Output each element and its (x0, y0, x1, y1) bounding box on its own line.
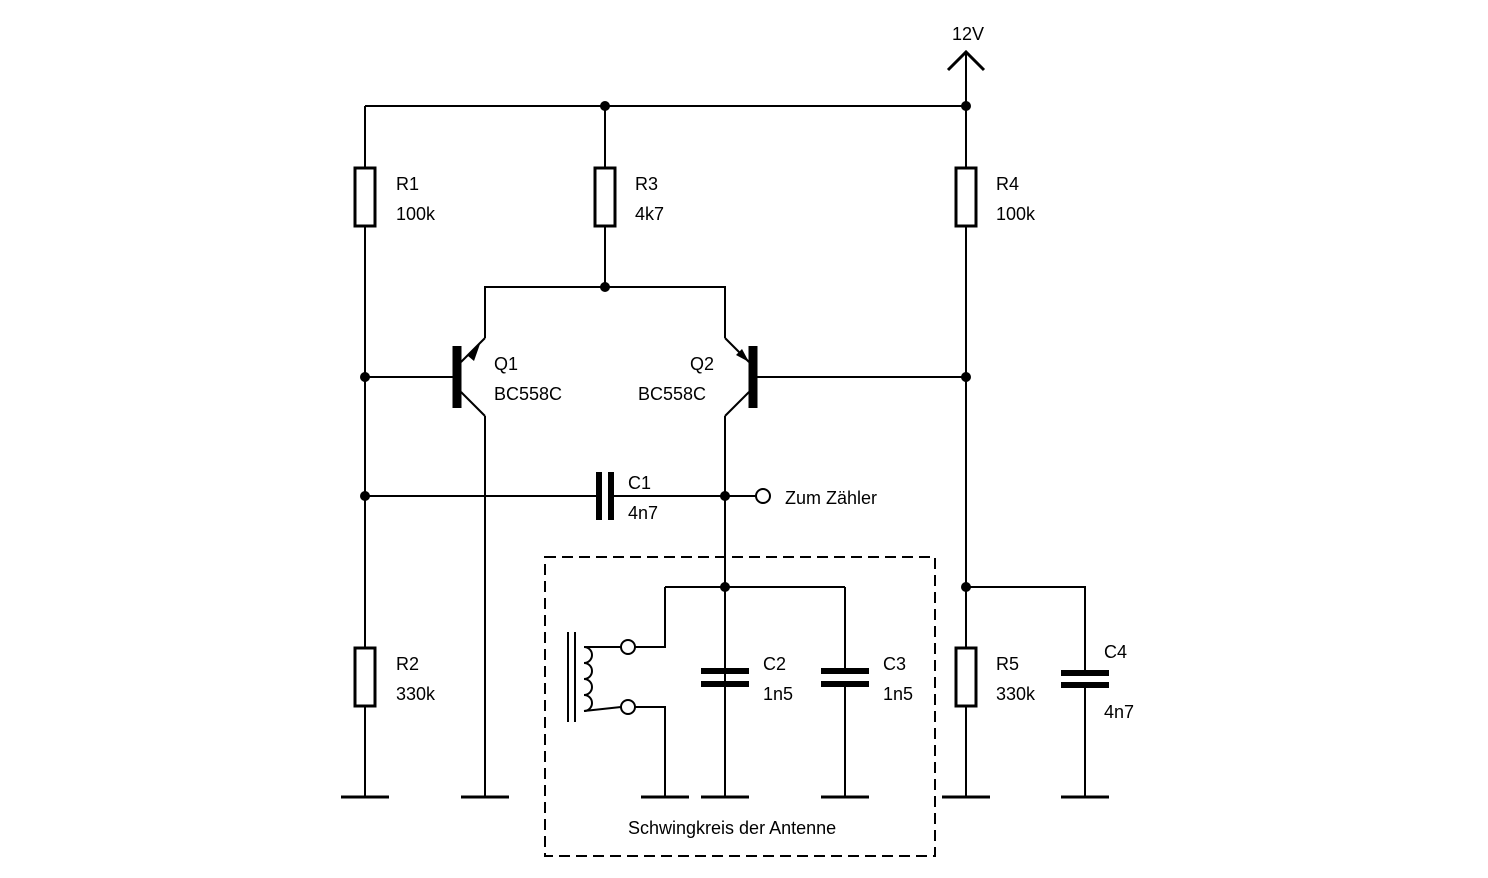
c3-value: 1n5 (883, 684, 913, 704)
antenna-terminal-bottom[interactable] (620, 699, 636, 715)
capacitor-c1 (365, 472, 725, 520)
junction-dot (720, 491, 730, 501)
junction-dot (720, 582, 730, 592)
c4-ref: C4 (1104, 642, 1127, 662)
c3-ref: C3 (883, 654, 906, 674)
c4-value: 4n7 (1104, 702, 1134, 722)
r3-ref: R3 (635, 174, 658, 194)
q2-value: BC558C (638, 384, 706, 404)
c1-ref: C1 (628, 473, 651, 493)
c2-value: 1n5 (763, 684, 793, 704)
r5-value: 330k (996, 684, 1036, 704)
coil-top-wire (635, 587, 666, 648)
junction-dot (360, 372, 370, 382)
capacitor-c4 (966, 586, 1109, 796)
resistor-r3 (593, 166, 617, 228)
antenna-terminal-top[interactable] (620, 639, 636, 655)
q1-value: BC558C (494, 384, 562, 404)
transistor-q1 (365, 337, 486, 796)
output-terminal[interactable] (755, 488, 771, 504)
q2-ref: Q2 (690, 354, 714, 374)
resistor-r4 (954, 166, 978, 228)
r4-value: 100k (996, 204, 1036, 224)
tank-circuit-box (544, 556, 936, 857)
junction-dot (600, 282, 610, 292)
antenna-coil (567, 632, 622, 722)
r3-value: 4k7 (635, 204, 664, 224)
c1-value: 4n7 (628, 503, 658, 523)
q1-emitter-arrow (468, 344, 480, 361)
r2-value: 330k (396, 684, 436, 704)
resistor-r5 (954, 646, 978, 708)
supply-rail (365, 49, 986, 107)
q1-ref: Q1 (494, 354, 518, 374)
junction-dot (961, 372, 971, 382)
tank-circuit-label: Schwingkreis der Antenne (628, 818, 836, 838)
r1-value: 100k (396, 204, 436, 224)
coil-bottom-wire (635, 706, 666, 796)
emitter-bus (484, 286, 726, 338)
resistor-r1 (353, 166, 377, 228)
r4-ref: R4 (996, 174, 1019, 194)
c2-ref: C2 (763, 654, 786, 674)
junction-dot (360, 491, 370, 501)
junction-dot (961, 101, 971, 111)
r2-ref: R2 (396, 654, 419, 674)
r5-ref: R5 (996, 654, 1019, 674)
resistor-r2 (353, 646, 377, 708)
supply-label: 12V (952, 24, 984, 44)
junction-dots (360, 101, 971, 592)
q2-emitter-arrow (736, 349, 749, 362)
junction-dot (600, 101, 610, 111)
transistor-q2 (724, 337, 966, 796)
junction-dot (961, 582, 971, 592)
capacitor-c3 (821, 587, 869, 796)
output-label: Zum Zähler (785, 488, 877, 508)
r1-ref: R1 (396, 174, 419, 194)
capacitor-c2 (701, 668, 749, 687)
